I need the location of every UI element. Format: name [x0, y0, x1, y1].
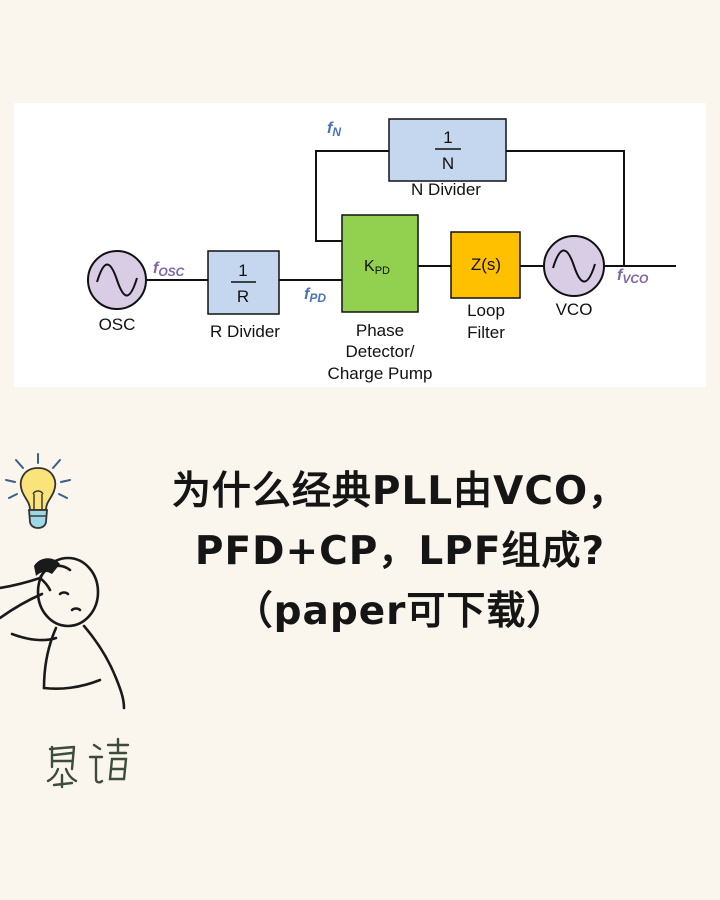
vco-label: VCO: [556, 300, 593, 319]
signal-f-pd: fPD: [304, 286, 326, 305]
pll-diagram-svg: OSC 1 R R Divider 1 N N Divider KPD Phas…: [87, 118, 676, 383]
signal-f-osc: fOSC: [153, 260, 185, 279]
r-divider-denominator: R: [237, 287, 249, 306]
wire-feedback-right: [506, 150, 625, 266]
title-line-2: PFD+CP，LPF组成?: [194, 529, 606, 574]
title-line-3: （paper可下载）: [233, 589, 567, 634]
page-title: 为什么经典PLL由VCO， PFD+CP，LPF组成? （paper可下载）: [110, 462, 690, 642]
r-divider-numerator: 1: [238, 261, 247, 280]
phase-detector-gain: KPD: [364, 258, 390, 277]
thinking-person-icon: [0, 556, 126, 710]
phase-detector-caption-1: Phase: [356, 321, 404, 340]
n-divider-caption: N Divider: [411, 180, 481, 199]
loop-filter-label: Z(s): [471, 255, 501, 274]
n-divider-numerator: 1: [443, 128, 452, 147]
loop-filter-box: [450, 231, 521, 299]
osc-label: OSC: [99, 315, 136, 334]
r-divider-caption: R Divider: [210, 322, 280, 341]
phase-detector-caption-2: Detector/: [346, 342, 415, 361]
loop-filter-caption-2: Filter: [467, 323, 505, 342]
osc-sine-icon: [96, 263, 138, 297]
phase-detector-block: KPD Phase Detector/ Charge Pump: [328, 214, 433, 383]
signature-handwritten: [46, 737, 130, 789]
title-line-1: 为什么经典PLL由VCO，: [171, 469, 629, 514]
n-divider-block: 1 N N Divider: [388, 118, 507, 199]
signal-f-vco: fVCO: [617, 267, 649, 286]
r-divider-block: 1 R R Divider: [207, 250, 280, 341]
vco-sine-icon: [552, 249, 596, 283]
loop-filter-caption-1: Loop: [467, 301, 505, 320]
phase-detector-box: [341, 214, 419, 313]
pll-block-diagram: OSC 1 R R Divider 1 N N Divider KPD Phas…: [14, 103, 706, 387]
wire-feedback-left: [315, 150, 389, 242]
n-divider-denominator: N: [442, 154, 454, 173]
lightbulb-icon: [5, 453, 71, 529]
n-divider-box: [388, 118, 507, 182]
loop-filter-block: Z(s) Loop Filter: [450, 231, 521, 342]
phase-detector-caption-3: Charge Pump: [328, 364, 433, 383]
vco-block: VCO: [543, 235, 605, 319]
osc-block: OSC: [87, 250, 147, 334]
signal-f-n: fN: [327, 120, 341, 139]
